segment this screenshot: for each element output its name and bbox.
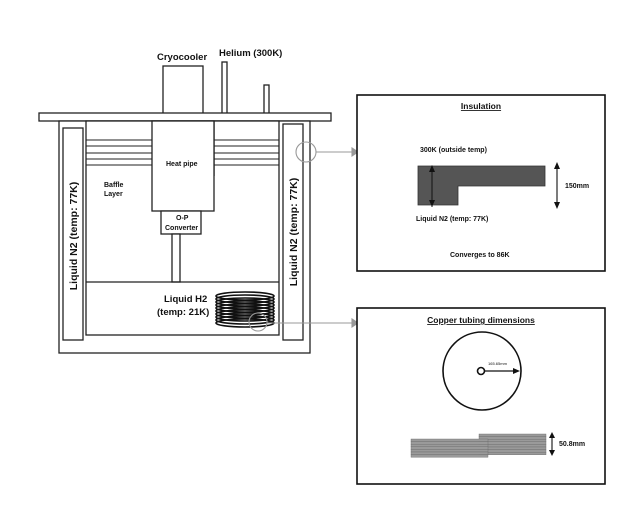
insulation-panel: Insulation 300K (outside temp) Liquid N2… bbox=[356, 94, 606, 272]
coil-turn bbox=[215, 294, 275, 304]
thickness-label: 150mm bbox=[565, 183, 589, 190]
coil-turn bbox=[215, 297, 275, 307]
inside-temp-label: Liquid N2 (temp: 77K) bbox=[416, 216, 488, 223]
coil-turn bbox=[215, 300, 275, 310]
helium-label: Helium (300K) bbox=[219, 48, 282, 59]
radius-label: 165.65mm bbox=[488, 361, 508, 366]
right-n2-jacket bbox=[282, 123, 304, 341]
tubing-layer bbox=[410, 454, 489, 458]
thickness-arrowhead-up bbox=[554, 162, 560, 169]
thickness-arrowhead-down bbox=[554, 202, 560, 209]
tubing-layer bbox=[410, 444, 489, 448]
tubing-layer bbox=[478, 449, 547, 453]
tubing-layer bbox=[410, 438, 489, 442]
heat-pipe bbox=[151, 120, 215, 212]
coil-turn bbox=[215, 315, 275, 325]
tubing-layer bbox=[410, 449, 489, 453]
copper-title: Copper tubing dimensions bbox=[427, 315, 535, 325]
copper-panel: Copper tubing dimensions 165.65mm 50.8mm bbox=[356, 307, 606, 485]
coil-callout-arrowhead bbox=[351, 317, 359, 329]
insulation-callout-arrowhead bbox=[351, 146, 359, 158]
tubing-layer bbox=[478, 452, 547, 456]
coil-turn bbox=[215, 306, 275, 316]
tubing-layer bbox=[410, 451, 489, 455]
coil-turn bbox=[215, 291, 275, 301]
baffle-label-line1: Baffle bbox=[104, 182, 124, 189]
tubing-layer bbox=[410, 441, 489, 445]
cryocooler-label: Cryocooler bbox=[157, 52, 207, 63]
insulation-arrowhead-down bbox=[429, 200, 435, 207]
left-n2-label: Liquid N2 (temp: 77K) bbox=[68, 182, 80, 291]
left-n2-jacket bbox=[62, 127, 84, 341]
outside-temp-label: 300K (outside temp) bbox=[420, 147, 487, 154]
tubing-layer bbox=[478, 439, 547, 443]
insulation-footer: Converges to 86K bbox=[450, 252, 510, 259]
tubing-layer bbox=[478, 444, 547, 448]
tubing-layer bbox=[478, 433, 547, 437]
tank-lid bbox=[38, 112, 332, 122]
callout-pointers bbox=[248, 141, 359, 332]
tubing-side-view bbox=[410, 433, 547, 458]
radius-arrowhead bbox=[513, 368, 520, 374]
coil-turn bbox=[215, 309, 275, 319]
insulation-arrowhead-up bbox=[429, 165, 435, 172]
h2-label-line1: Liquid H2 bbox=[164, 294, 207, 305]
right-n2-label: Liquid N2 (temp: 77K) bbox=[288, 178, 300, 287]
coil-callout-circle bbox=[248, 312, 268, 332]
op-converter bbox=[160, 210, 202, 235]
baffle-label-line2: Layer bbox=[104, 191, 123, 198]
coil-center bbox=[476, 366, 486, 376]
tubing-layer bbox=[478, 436, 547, 440]
height-arrowhead-down bbox=[549, 450, 555, 456]
cryocooler-box bbox=[162, 65, 204, 115]
tubing-layer bbox=[478, 446, 547, 450]
coil-turn bbox=[215, 312, 275, 322]
tubing-layer bbox=[410, 446, 489, 450]
copper-coil bbox=[215, 291, 275, 328]
tubing-layer bbox=[478, 441, 547, 445]
h2-label-line2: (temp: 21K) bbox=[157, 307, 209, 318]
converter-label-line2: Converter bbox=[165, 225, 198, 232]
coil-turn bbox=[215, 303, 275, 313]
converter-label-line1: O-P bbox=[176, 215, 189, 222]
height-label: 50.8mm bbox=[559, 441, 585, 448]
converter-outlet-pipe bbox=[171, 233, 181, 283]
height-arrowhead-up bbox=[549, 432, 555, 438]
insulation-title: Insulation bbox=[461, 101, 501, 111]
insulation-cross-section bbox=[417, 165, 546, 206]
heat-pipe-label: Heat pipe bbox=[166, 161, 198, 168]
